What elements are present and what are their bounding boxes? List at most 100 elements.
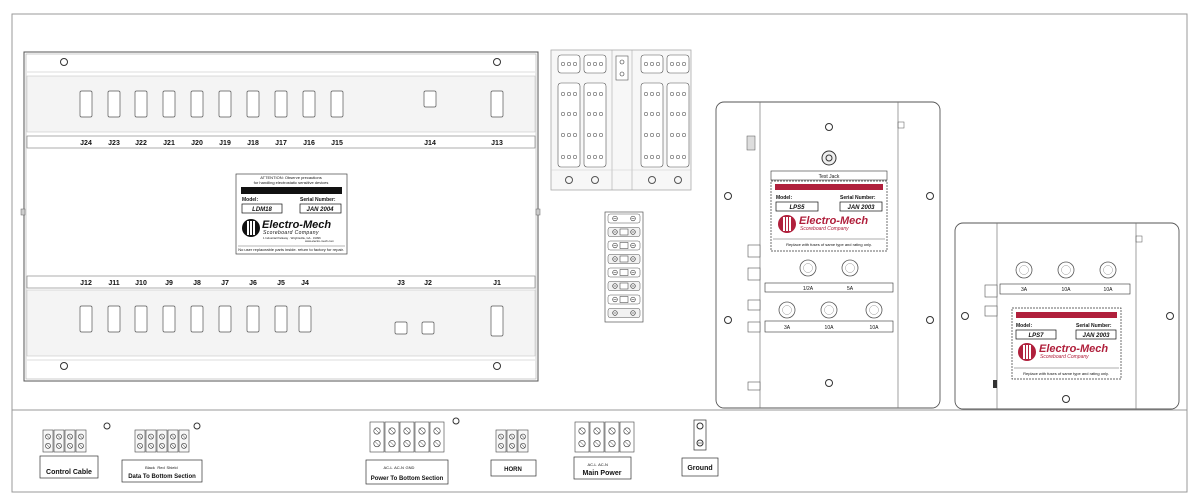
lps5-label-plate: Model: Serial Number: LPS5 JAN 2003 Elec… (770, 180, 888, 252)
connector-label: J24 (80, 140, 92, 147)
connector-label: J21 (163, 140, 175, 147)
model-label: Model: (1016, 323, 1032, 329)
connector-label: J1 (493, 280, 501, 287)
fuse-rating: 10A (1104, 287, 1114, 293)
mount-hole (493, 58, 501, 66)
brand-sub: Scoreboard Company (800, 226, 849, 232)
connector-socket (107, 305, 121, 333)
screw-terminal (42, 429, 54, 453)
horn-terminal: HORN (490, 429, 537, 477)
fuse-holder (799, 259, 817, 277)
screw-terminal (619, 421, 635, 453)
screw-terminal (574, 421, 590, 453)
lps7-label-plate: Model: Serial Number: LPS7 JAN 2003 Elec… (1011, 307, 1122, 380)
screw-terminal (53, 429, 65, 453)
connector-socket (274, 305, 288, 333)
fuse-holder (1057, 261, 1075, 279)
connector-socket (490, 90, 504, 118)
screw-terminal (178, 429, 190, 453)
fuse-terminal-block (604, 211, 644, 323)
connector-socket (134, 90, 148, 118)
model-value: LPS5 (789, 205, 805, 211)
mount-hole (60, 58, 68, 66)
connector-label: J23 (108, 140, 120, 147)
connector-socket (302, 90, 316, 118)
connector-label: J4 (301, 280, 309, 287)
fuse-holder (820, 301, 838, 319)
data-bottom-label: Data To Bottom Section (128, 474, 196, 480)
fuse-rating: 3A (784, 325, 791, 331)
serial-label: Serial Number: (300, 197, 336, 203)
wire-label: Shield (166, 465, 177, 470)
connector-socket (330, 90, 344, 118)
connector-label: J5 (277, 280, 285, 287)
connector-label: J12 (80, 280, 92, 287)
terminal-block (666, 54, 690, 74)
connector-socket (246, 90, 260, 118)
connector-socket (79, 90, 93, 118)
lps7-power-supply: Model: Serial Number: LPS7 JAN 2003 Elec… (954, 222, 1180, 410)
screw-terminal (134, 429, 146, 453)
connector-socket (298, 305, 312, 333)
wire-label: AC-N (598, 462, 608, 467)
wire-label: Red (157, 465, 164, 470)
connector-socket (190, 305, 204, 333)
fuse-rating: 10A (825, 325, 835, 331)
wire-label: GND (406, 465, 415, 470)
brand-name: Electro-Mech (799, 215, 868, 227)
connector-socket (190, 90, 204, 118)
electro-mech-logo (778, 215, 796, 233)
connector-socket (490, 305, 504, 337)
serial-value: JAN 2003 (1082, 333, 1110, 339)
fuse-holder (841, 259, 859, 277)
screw-terminal (167, 429, 179, 453)
connector-label: J14 (424, 140, 436, 147)
screw-terminal (75, 429, 87, 453)
website: www.electro-mech.com (305, 239, 335, 243)
connector-label: J15 (331, 140, 343, 147)
model-value: LDM18 (252, 207, 272, 213)
fuse-note: Replace with fuses of same type and rati… (1023, 371, 1109, 376)
connector-label: J20 (191, 140, 203, 147)
horn-label: HORN (504, 467, 522, 473)
connector-label: J22 (135, 140, 147, 147)
screw-terminal (399, 421, 415, 453)
connector-label: J11 (108, 280, 119, 287)
screw-terminal (145, 429, 157, 453)
caution-line-2: for handling electrostatic sensitive dev… (254, 180, 329, 185)
address: 1 Industrial Parkway · Wrightsville, GA … (263, 236, 321, 240)
model-label: Model: (242, 197, 258, 203)
screw-terminal (604, 421, 620, 453)
screw-terminal (589, 421, 605, 453)
connector-label: J13 (491, 140, 503, 147)
connector-label: J7 (221, 280, 229, 287)
brand-sub: Scoreboard Company (1040, 354, 1089, 360)
terminal-block (583, 54, 607, 74)
connector-socket (274, 90, 288, 118)
fuse-note: Replace with fuses of same type and rati… (786, 242, 872, 247)
ldm-label-plate: ATTENTION: Observe precautions for handl… (235, 173, 348, 255)
connector-label: J2 (424, 280, 432, 287)
terminal-block (557, 54, 581, 74)
terminal-block (640, 82, 664, 168)
connector-socket (423, 90, 437, 108)
electro-mech-logo (1018, 343, 1036, 361)
connector-socket (79, 305, 93, 333)
serial-value: JAN 2003 (847, 205, 875, 211)
screw-terminal (517, 429, 529, 453)
ground-terminal: Ground (681, 419, 719, 477)
terminal-block (666, 82, 690, 168)
connector-socket (162, 305, 176, 333)
screw-terminal (414, 421, 430, 453)
fuse-holder (1099, 261, 1117, 279)
connector-socket (218, 90, 232, 118)
screw-terminal (506, 429, 518, 453)
fuse-rating: 3A (1021, 287, 1028, 293)
brand-name: Electro-Mech (1039, 343, 1108, 355)
test-jack: Test Jack (770, 150, 888, 181)
brand-sub: Scoreboard Company (263, 230, 319, 236)
